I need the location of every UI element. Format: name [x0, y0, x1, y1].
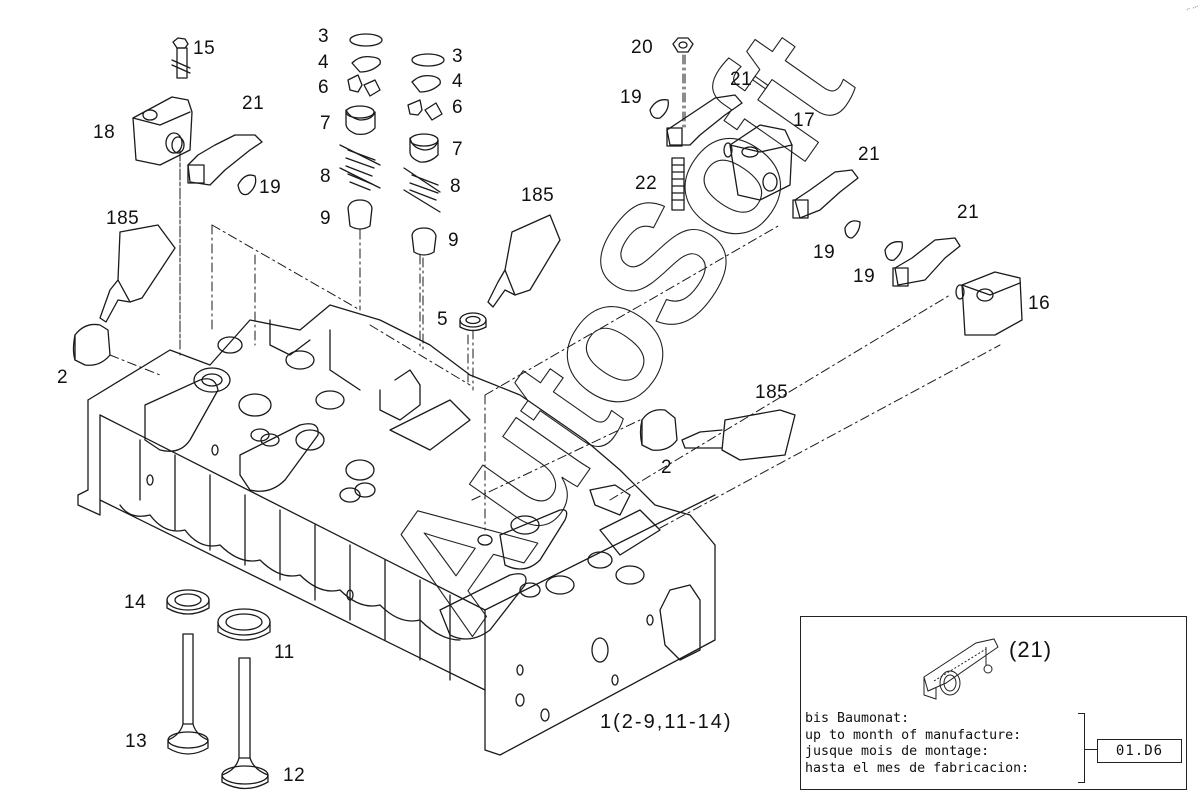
callout-6: 6: [318, 77, 330, 98]
note-text: bis Baumonat: up to month of manufacture…: [805, 711, 1029, 777]
callout-12: 12: [283, 765, 306, 786]
callout-17: 17: [793, 110, 816, 131]
callout-2: 2: [57, 367, 69, 388]
callout-19: 19: [813, 242, 836, 263]
cylinder-head: [77, 304, 716, 756]
callout-9: 9: [448, 230, 460, 251]
callout-3: 3: [318, 26, 330, 47]
part-rocker-support-16: [955, 271, 1023, 336]
part-rocker-arm-21d: [892, 237, 961, 287]
callout-19: 19: [259, 177, 282, 198]
part-guide-lines: [179, 54, 684, 391]
note-bracket: [1078, 713, 1085, 783]
callout-5: 5: [437, 309, 449, 330]
callout-14: 14: [124, 592, 147, 613]
note-line-fr: jusque mois de montage:: [805, 744, 990, 759]
part-sealant-tube-185c: [681, 409, 796, 461]
callout-15: 15: [193, 38, 216, 59]
callout-8: 8: [450, 176, 462, 197]
note-line-de: bis Baumonat:: [805, 711, 910, 726]
part-seat-ring-11: [217, 608, 271, 641]
callout-185: 185: [521, 185, 555, 206]
callout-185: 185: [106, 208, 140, 229]
callout-9: 9: [320, 208, 332, 229]
rocker-arm-thumbnail-icon: [923, 638, 999, 700]
part-seat-ring-14: [166, 589, 210, 615]
part-plug-2a: [72, 323, 111, 366]
callout-11: 11: [274, 642, 295, 663]
note-line-en: up to month of manufacture:: [805, 727, 1022, 743]
note-part-ref: (21): [1009, 637, 1053, 662]
part-rocker-arm-21b: [666, 94, 743, 147]
part-circlip-19b: [649, 99, 669, 119]
callout-7: 7: [320, 113, 332, 134]
part-rocker-arm-21c: [792, 169, 859, 219]
callout-19: 19: [853, 266, 876, 287]
autosoft-watermark: AutoSoft: [344, 0, 887, 662]
part-sealant-tube-185b: [487, 214, 561, 308]
part-rocker-support-17: [723, 124, 793, 201]
version-note-box: (21) bis Baumonat: up to month of manufa…: [800, 616, 1187, 790]
part-valve-13: [167, 633, 209, 755]
callout-2: 2: [661, 457, 673, 478]
svg-text:AutoSoft: AutoSoft: [345, 0, 887, 661]
note-connector: [1085, 749, 1097, 750]
part-rocker-arm-21a: [187, 134, 263, 186]
part-plug-2b: [639, 409, 678, 451]
callout-16: 16: [1028, 293, 1051, 314]
callout-19: 19: [620, 87, 643, 108]
part-spring-22: [671, 157, 685, 211]
part-valve-12: [221, 657, 269, 790]
callout-21: 21: [242, 93, 265, 114]
part-circlip-19a: [237, 174, 257, 196]
valve-stack-a: [339, 33, 383, 230]
callout-185: 185: [755, 382, 789, 403]
callout-6: 6: [452, 97, 464, 118]
part-sealant-tube-185a: [99, 224, 176, 323]
part-circlip-19c: [844, 220, 861, 239]
date-code-box: 01.D6: [1097, 739, 1182, 763]
valve-stack-b: [403, 53, 445, 256]
callout-4: 4: [318, 52, 330, 73]
note-line-es: hasta el mes de fabricacion:: [805, 760, 1030, 776]
part-rocker-support-18: [132, 96, 193, 166]
part-seal-ring-5: [459, 312, 487, 332]
callout-13: 13: [125, 731, 148, 752]
assembly-label: 1(2-9,11-14): [600, 711, 733, 733]
part-circlip-19d: [884, 241, 903, 261]
callout-21: 21: [957, 202, 980, 223]
callout-21: 21: [858, 144, 881, 165]
callout-8: 8: [320, 166, 332, 187]
part-nut-20: [672, 37, 694, 53]
assembly-axis-lines: [109, 54, 1001, 531]
callout-20: 20: [631, 37, 654, 58]
callout-4: 4: [452, 71, 464, 92]
callout-22: 22: [635, 173, 658, 194]
callout-18: 18: [93, 122, 116, 143]
part-bolt-15: [171, 37, 191, 79]
callout-21: 21: [730, 69, 753, 90]
callout-3: 3: [452, 46, 464, 67]
callout-7: 7: [452, 139, 464, 160]
corner-speck-mark: [1186, 5, 1199, 11]
